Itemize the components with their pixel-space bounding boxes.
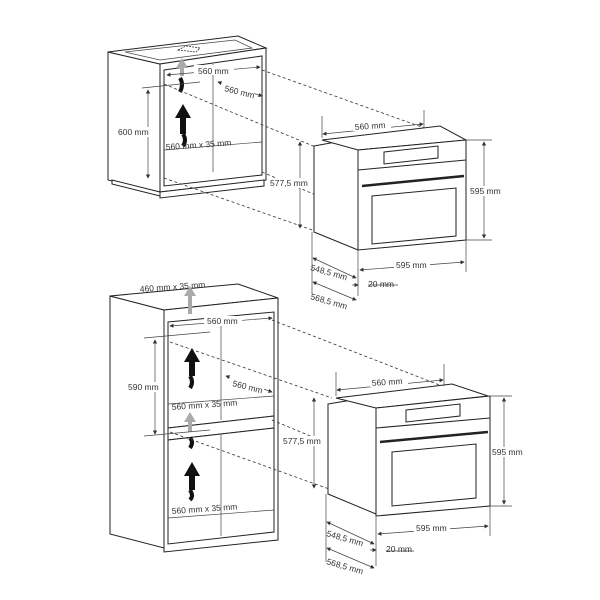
cabinet-height-label: 590 mm [128,382,159,392]
airflow-arrow-icon [184,286,200,502]
bottom-vent-size-label: 560 mm x 35 mm [171,501,237,516]
door-thickness-label: 20 mm [386,544,412,554]
oven-front-height-label: 595 mm [470,186,501,196]
built-in-oven-top [313,125,468,251]
cabinet-height-label: 600 mm [118,127,149,137]
cabinet-width-label: 560 mm [198,66,229,76]
vent-size-label: 560 mm x 35 mm [165,137,231,152]
oven-front-width-label: 595 mm [416,523,447,533]
oven-top-width-label: 560 mm [371,376,402,388]
oven-side-height-label: 577,5 mm [283,436,321,446]
oven-front-width-label: 595 mm [396,260,427,270]
oven-front-height-label: 595 mm [492,447,523,457]
cabinet-width-label: 560 mm [207,316,238,326]
vent-icon [176,45,201,53]
door-thickness-label: 20 mm [368,279,394,289]
top-vent-size-label: 460 mm x 35 mm [139,279,205,294]
oven-total-depth-label: 568,5 mm [325,556,364,576]
middle-vent-size-label: 560 mm x 35 mm [171,397,237,412]
oven-top-width-label: 560 mm [354,120,385,132]
built-in-oven-bottom [327,383,491,517]
oven-depth-label: 548,5 mm [325,528,364,548]
oven-side-height-label: 577,5 mm [270,178,308,188]
